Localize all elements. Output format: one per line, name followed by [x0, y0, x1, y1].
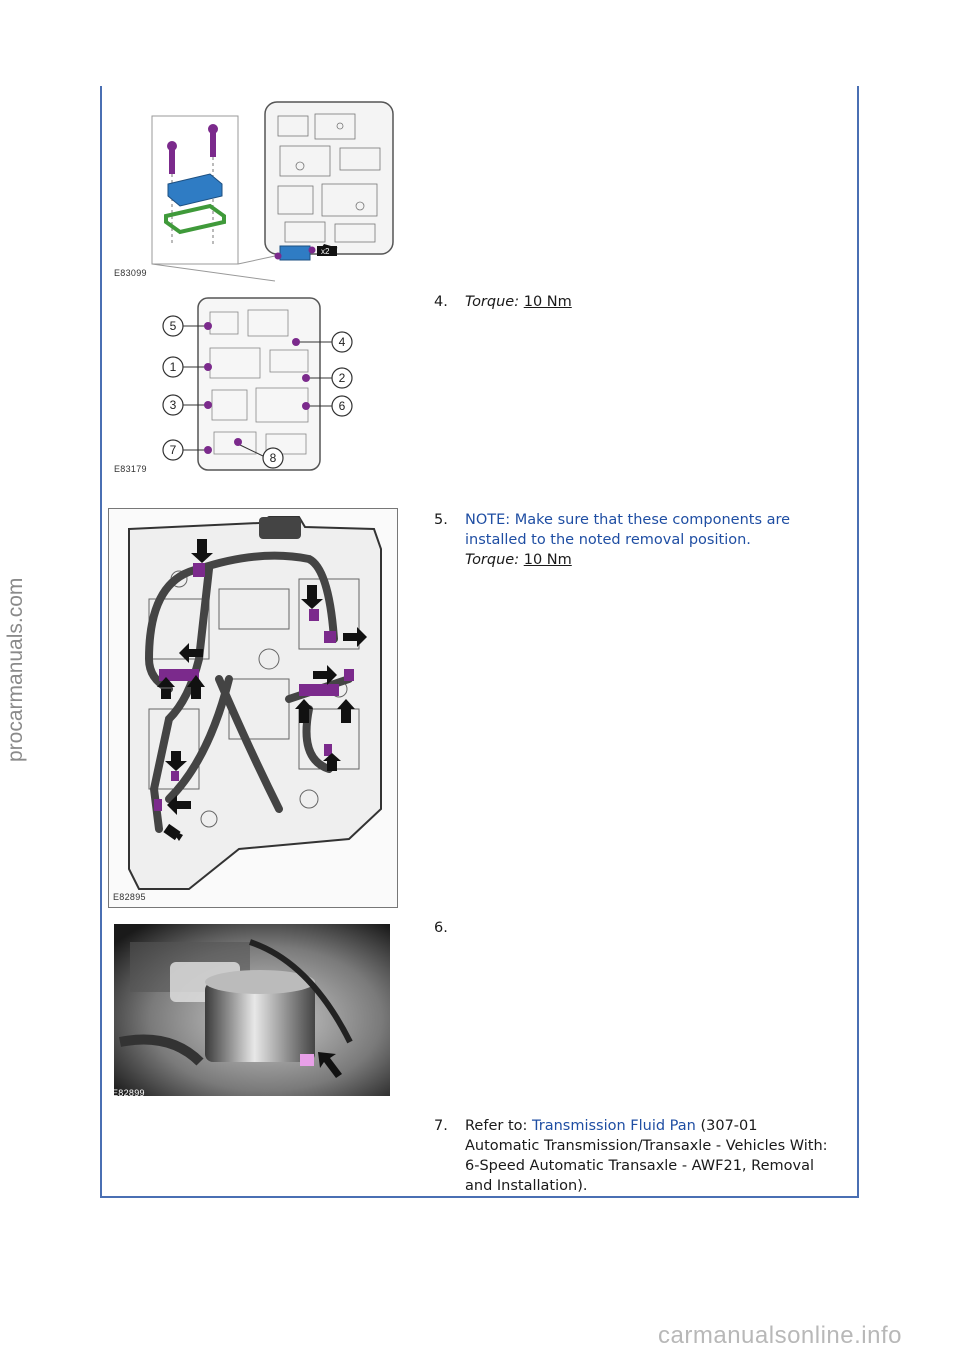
content-frame [100, 86, 859, 1198]
figure-label: E83099 [114, 268, 147, 278]
figure-label: E82895 [113, 892, 146, 902]
torque-value: 10 Nm [523, 552, 572, 568]
side-watermark: procarmanuals.com [4, 577, 27, 763]
step-number: 7. [434, 1118, 448, 1134]
figure-e83179: 5 1 3 7 4 2 6 8 E83179 [110, 292, 360, 482]
step-number: 4. [434, 294, 448, 310]
callout-8: 8 [270, 451, 277, 465]
callout-1: 1 [170, 360, 177, 374]
transmission-fluid-pan-link[interactable]: Transmission Fluid Pan [532, 1118, 696, 1134]
note-text: NOTE: Make sure that these components ar… [465, 512, 791, 548]
callout-4: 4 [339, 335, 346, 349]
figure-label: E82899 [112, 1088, 145, 1098]
torque-label: Torque: [465, 552, 520, 568]
refer-prefix: Refer to: [465, 1118, 528, 1134]
callout-5: 5 [170, 319, 177, 333]
callout-2: 2 [339, 371, 346, 385]
bottom-watermark: carmanualsonline.info [658, 1322, 902, 1349]
torque-value: 10 Nm [523, 294, 572, 310]
step-number: 6. [434, 920, 448, 936]
callout-3: 3 [170, 398, 177, 412]
figure-label: E83179 [114, 464, 147, 474]
figure-e83099: x2 E83099 [110, 96, 400, 286]
torque-label: Torque: [465, 294, 520, 310]
callout-7: 7 [170, 443, 177, 457]
callout-6: 6 [339, 399, 346, 413]
figure-e82899: E82899 [110, 922, 394, 1100]
x2-badge: x2 [321, 247, 330, 256]
refer-details: (307-01 Automatic Transmission/Transaxle… [465, 1118, 828, 1194]
figure-e82895: E82895 [108, 508, 398, 908]
step-number: 5. [434, 512, 448, 528]
